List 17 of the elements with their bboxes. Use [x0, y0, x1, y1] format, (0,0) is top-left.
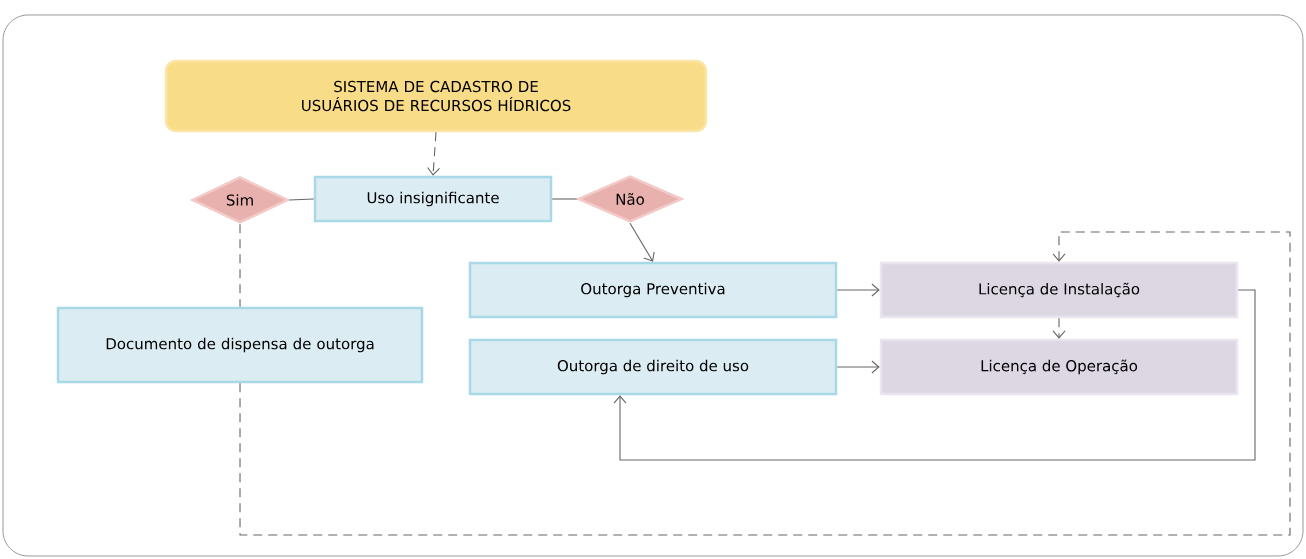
process-box: Licença de Operação — [879, 338, 1239, 396]
dashed-arrow — [427, 131, 441, 176]
arrow — [613, 289, 1256, 461]
process-box: Licença de Instalação — [879, 261, 1239, 319]
connector-line — [288, 198, 315, 201]
arrow — [836, 283, 880, 297]
process-box: Outorga Preventiva — [468, 261, 838, 319]
dashed-arrow — [1052, 317, 1066, 339]
connector-line — [551, 198, 578, 200]
process-box: Outorga de direito de uso — [468, 338, 838, 396]
arrow — [629, 222, 655, 262]
dashed-arrow — [239, 231, 1291, 536]
process-box: SISTEMA DE CADASTRO DE USUÁRIOS DE RECURSOS HÍDRICOS — [164, 59, 708, 133]
dashed-line — [239, 223, 241, 308]
process-box: Documento de dispensa de outorga — [56, 306, 424, 384]
process-box: Uso insignificante — [313, 175, 553, 223]
arrow — [836, 360, 880, 374]
